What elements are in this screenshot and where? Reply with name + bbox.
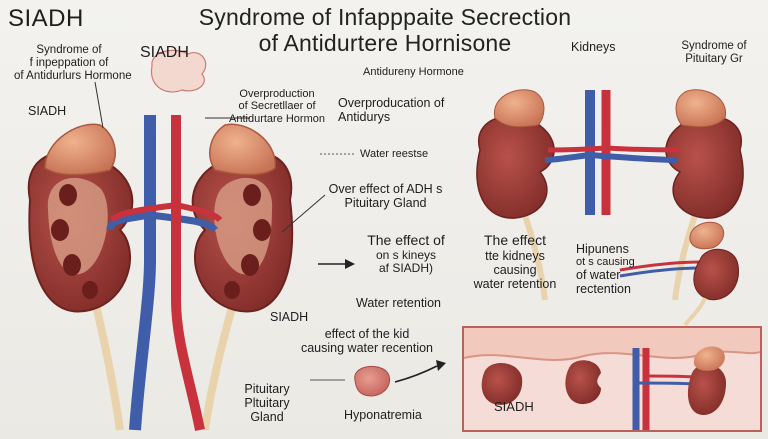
left-syndrome-label: Syndrome of f inpeppation of of Antidurl…: [14, 44, 132, 83]
title-line2: of Antidurtere Hornisone: [258, 30, 512, 57]
inset-siadh-label: SIADH: [494, 399, 534, 414]
antidiuretic-label: Antidureny Hormone: [363, 66, 464, 78]
kidneys-label: Kidneys: [571, 40, 616, 54]
left-siadh-side-label: SIADH: [28, 104, 67, 118]
pituitary-line1: Pituitary: [244, 382, 290, 396]
hipunens-line4: rectention: [576, 282, 631, 297]
effect-right-line3: causing: [493, 262, 537, 277]
right-syndrome-line1: Syndrome of: [681, 40, 747, 52]
effect-kid-line2: causing water recention: [300, 341, 434, 355]
effect-left-line3: af SIADH): [378, 261, 433, 276]
right-top-diagram: [476, 89, 744, 301]
hipunens-line3: of water: [576, 268, 621, 283]
over-effect-label: Over effect of ADH s Pituitary Gland: [318, 182, 453, 210]
pituitary-line2: Pltuitary: [244, 396, 290, 410]
right-adrenal-gland: [209, 123, 276, 176]
overproduction1-line1: Overproduction: [239, 88, 315, 100]
arrow-to-inset: [394, 360, 446, 383]
over-effect-line1: Over effect of ADH s: [328, 182, 443, 196]
effect-right-line2: tte kidneys: [485, 248, 545, 263]
inset-kidney-left: [481, 362, 523, 405]
right-mid-kidney: [619, 221, 739, 327]
effect-left-line2: on s kineys: [375, 247, 437, 262]
hyponatremia-organ: [354, 365, 390, 397]
left-syndrome-line1: Syndrome of: [36, 44, 102, 56]
left-kidney-diagram: [27, 115, 294, 431]
right-top-adrenal-left: [494, 89, 545, 128]
inset-kidney-center: [565, 360, 601, 405]
effect-right-line1: The effect: [483, 232, 546, 248]
left-vein: [129, 115, 156, 431]
overproduction1-line3: Antidurtare Hormon: [229, 112, 325, 125]
inset-panel: SIADH: [462, 326, 762, 432]
right-top-adrenal-right: [675, 89, 726, 128]
pointer-line-syndrome: [94, 81, 104, 129]
effect-kid-line1: effect of the kid: [324, 327, 410, 341]
siadh-blob: [150, 49, 207, 93]
hipunens-line1: Hipunens: [576, 242, 629, 256]
left-artery: [171, 115, 205, 431]
pituitary-line3: Gland: [250, 410, 284, 424]
siadh-mid-label: SIADH: [270, 310, 309, 324]
water-reestse-label: Water reestse: [360, 148, 429, 160]
inset-kidney-right: [687, 364, 726, 415]
hipunens-label: Hipunens ot s causing of water rectentio…: [576, 242, 635, 296]
effect-kid-label: effect of the kid causing water recentio…: [282, 327, 452, 355]
effect-right-line4: water retention: [473, 276, 557, 291]
over-effect-line2: Pituitary Gland: [344, 196, 427, 210]
pituitary-label: Pituitary Pltuitary Gland: [228, 382, 306, 424]
pointer-line-over-effect: [281, 194, 326, 233]
right-syndrome-label: Syndrome of Pituitary Gr: [664, 40, 764, 66]
overproduction2-line1: Overproducation of: [338, 96, 445, 110]
inset-artwork: [463, 328, 761, 430]
left-syndrome-line3: of Antidurlurs Hormone: [14, 69, 132, 82]
effect-right-label: The effect tte kidneys causing water ret…: [455, 232, 575, 291]
siadh-blob-label: SIADH: [140, 44, 189, 61]
overproduction2-line2: Antidurys: [338, 110, 391, 124]
right-syndrome-line2: Pituitary Gr: [685, 52, 743, 65]
overproduction-label-1: Overproduction of Secretllaer of Antidur…: [218, 88, 336, 125]
water-retention-label: Water retention: [356, 296, 441, 310]
right-top-kidney-right: [665, 115, 744, 219]
effect-left-label: The effect of on s kineys af SIADH): [356, 232, 456, 276]
page-title: Syndrome of Infapppaite Secrection of An…: [150, 4, 620, 57]
right-top-kidney-left: [476, 115, 555, 219]
left-syndrome-line2: f inpeppation of: [29, 56, 109, 69]
left-adrenal-gland: [44, 123, 116, 176]
overproduction1-line2: of Secretllaer of: [238, 100, 316, 113]
effect-left-line1: The effect of: [367, 232, 445, 248]
siadh-heading: SIADH: [8, 5, 84, 32]
hyponatremia-label: Hyponatremia: [344, 408, 422, 422]
title-line1: Syndrome of Infapppaite Secrection: [198, 4, 572, 30]
overproduction-label-2: Overproducation of Antidurys: [338, 96, 444, 124]
hipunens-line2: ot s causing: [576, 256, 635, 268]
arrow-effect: [318, 259, 355, 269]
